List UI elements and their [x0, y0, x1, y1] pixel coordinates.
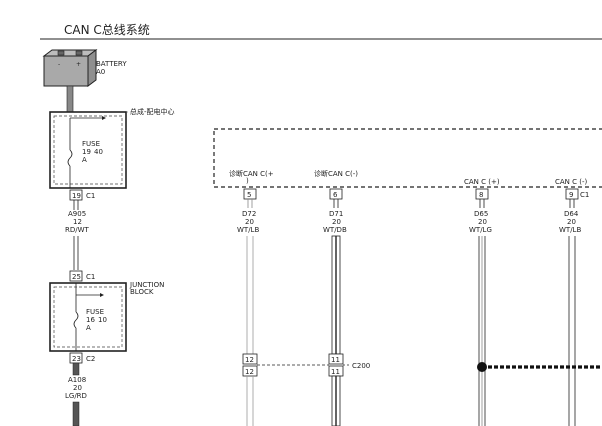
- jb-top-connector-pin: 25: [72, 273, 81, 281]
- wire-d72-color: WT/LB: [237, 226, 259, 234]
- connector-c200: [242, 353, 350, 377]
- pdc-fuse-rating: 40: [94, 148, 103, 156]
- wire-a108-color: LG/RD: [65, 392, 87, 400]
- c200-right-bottom-pin: 11: [331, 368, 340, 376]
- pdc-fuse-unit: A: [82, 156, 87, 164]
- wire-d64-code: D64: [564, 210, 579, 218]
- module-pin-6-num: 6: [333, 191, 338, 199]
- battery-icon: - +: [42, 49, 98, 87]
- module-box: [213, 128, 602, 188]
- pdc-connector-conn: C1: [86, 192, 95, 200]
- module-pin-9-box: [565, 188, 579, 200]
- pdc-label: 总成-配电中心: [130, 107, 175, 116]
- fuse-icon: [67, 149, 73, 167]
- wire-d72-code: D72: [242, 210, 256, 218]
- module-pin-8-num: 8: [479, 191, 483, 199]
- c200-left-top-pin: 12: [245, 356, 254, 364]
- splice-dot: [477, 362, 487, 372]
- c200-name: C200: [352, 362, 370, 370]
- jb-fuse-unit: A: [86, 324, 91, 332]
- module-pin-9-label: CAN C (-): [555, 178, 588, 186]
- page-title: CAN C总线系统: [64, 23, 150, 37]
- wire-d71-gauge: 20: [332, 218, 341, 226]
- svg-text:+: +: [76, 61, 81, 68]
- pdc-fuse-name: FUSE: [82, 140, 100, 148]
- wire-a108-lower: [72, 401, 80, 426]
- battery-cable: [66, 85, 74, 113]
- wire-a108-gauge: 20: [73, 384, 82, 392]
- module-pin-6-label: 诊断CAN C(-): [314, 169, 358, 178]
- jb-label-line1: JUNCTION: [129, 281, 164, 289]
- wire-a905-code: A905: [68, 210, 86, 218]
- junction-block: [49, 282, 127, 352]
- wire-a108-upper: [72, 362, 80, 376]
- wire-a905-gauge: 12: [73, 218, 82, 226]
- wire-d71-color: WT/DB: [323, 226, 347, 234]
- wire-d72-gauge: 20: [245, 218, 254, 226]
- jb-fuse-number: 16: [86, 316, 95, 324]
- pdc-fuse-number: 19: [82, 148, 91, 156]
- power-distribution-center: [49, 111, 136, 189]
- wire-d65-code: D65: [474, 210, 488, 218]
- wire-a905-color: RD/WT: [65, 226, 90, 234]
- battery-code: A0: [96, 68, 105, 76]
- jb-bottom-connector-pin: 23: [72, 355, 81, 363]
- fuse-icon: [73, 311, 79, 329]
- module-pin-5-label: 诊断CAN C(+: [229, 169, 274, 178]
- jb-label-line2: BLOCK: [130, 288, 154, 296]
- module-pin-8-box: [475, 188, 489, 200]
- module-pin-9-conn: C1: [580, 191, 589, 199]
- module-pin-5-label-cont: ): [246, 177, 249, 185]
- jb-fuse-name: FUSE: [86, 308, 104, 316]
- wire-a108-code: A108: [68, 376, 86, 384]
- module-pin-5-box: [243, 188, 257, 200]
- module-pin-5-num: 5: [247, 191, 251, 199]
- wire-d64-gauge: 20: [567, 218, 576, 226]
- jb-top-connector-pin-box: [69, 270, 83, 282]
- jb-bottom-connector-conn: C2: [86, 355, 95, 363]
- jb-fuse-rating: 10: [98, 316, 107, 324]
- wire-d65-gauge: 20: [478, 218, 487, 226]
- jb-top-connector-conn: C1: [86, 273, 95, 281]
- module-pin-6-box: [329, 188, 343, 200]
- pdc-connector-pin: 19: [72, 192, 81, 200]
- pdc-connector-pin-box: [69, 189, 83, 201]
- battery-name: BATTERY: [96, 60, 127, 68]
- wire-d71-code: D71: [329, 210, 343, 218]
- c200-right-top-pin: 11: [331, 356, 340, 364]
- svg-text:-: -: [58, 61, 60, 68]
- wire-d64-color: WT/LB: [559, 226, 581, 234]
- module-pin-9-num: 9: [569, 191, 573, 199]
- module-pin-8-label: CAN C (+): [464, 178, 500, 186]
- c200-left-bottom-pin: 12: [245, 368, 254, 376]
- wire-d65-color: WT/LG: [469, 226, 492, 234]
